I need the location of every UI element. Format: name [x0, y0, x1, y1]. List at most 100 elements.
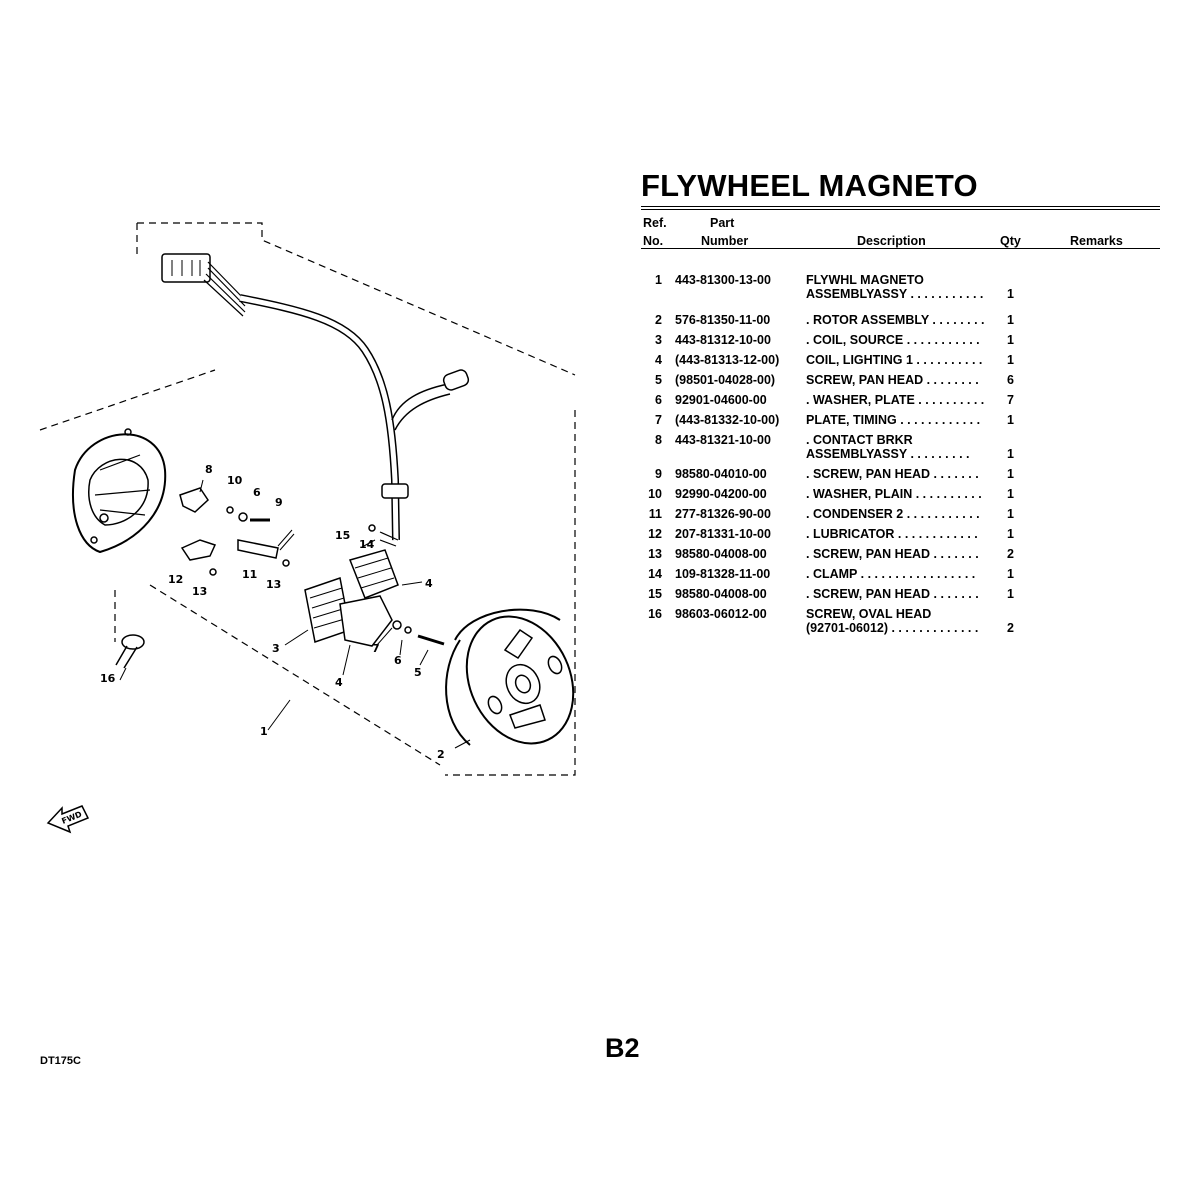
- header-ref-line2: No.: [643, 234, 664, 248]
- callout-14: 14: [359, 538, 375, 551]
- ref-number: 4: [655, 353, 662, 367]
- part-description: . WASHER, PLATE . . . . . . . . . .: [806, 393, 985, 407]
- header-qty: Qty: [1000, 234, 1021, 248]
- header-description: Description: [857, 234, 926, 248]
- ref-number: 9: [655, 467, 662, 481]
- part-number: 98580-04010-00: [675, 467, 767, 481]
- part-number: (443-81313-12-00): [675, 353, 780, 367]
- part-number: 98580-04008-00: [675, 587, 767, 601]
- rotor-flywheel: [445, 608, 575, 746]
- part-number: 92990-04200-00: [675, 487, 767, 501]
- callout-13-left: 13: [192, 585, 207, 598]
- part-description-line2: ASSEMBLYASSY . . . . . . . . . . .: [806, 287, 984, 301]
- header-remarks: Remarks: [1070, 234, 1123, 248]
- callout-1: 1: [260, 725, 268, 738]
- table-row: 12 207-81331-10-00 . LUBRICATOR . . . . …: [641, 527, 1160, 547]
- ref-number: 13: [648, 547, 662, 561]
- part-description: . LUBRICATOR . . . . . . . . . . . .: [806, 527, 978, 541]
- part-qty: 1: [1007, 487, 1014, 501]
- part-description: . CLAMP . . . . . . . . . . . . . . . . …: [806, 567, 976, 581]
- table-row: 8 443-81321-10-00 . CONTACT BRKR ASSEMBL…: [641, 433, 1160, 467]
- table-row: 10 92990-04200-00 . WASHER, PLAIN . . . …: [641, 487, 1160, 507]
- ref-number: 7: [655, 413, 662, 427]
- magneto-base-plate: [71, 428, 167, 554]
- part-description-line2: (92701-06012) . . . . . . . . . . . . .: [806, 621, 979, 635]
- callout-6-upper: 6: [253, 486, 261, 499]
- part-qty: 1: [1007, 353, 1014, 367]
- wire-harness: [161, 253, 470, 541]
- part-description: . ROTOR ASSEMBLY . . . . . . . .: [806, 313, 985, 327]
- part-qty: 6: [1007, 373, 1014, 387]
- dashed-frame: [39, 222, 576, 776]
- part-description: . SCREW, PAN HEAD . . . . . . .: [806, 467, 979, 481]
- table-row: 11 277-81326-90-00 . CONDENSER 2 . . . .…: [641, 507, 1160, 527]
- part-number: 98603-06012-00: [675, 607, 767, 621]
- title-rule: [641, 206, 1160, 210]
- ref-number: 2: [655, 313, 662, 327]
- table-row: 14 109-81328-11-00 . CLAMP . . . . . . .…: [641, 567, 1160, 587]
- part-qty: 1: [1007, 313, 1014, 327]
- table-row: 6 92901-04600-00 . WASHER, PLATE . . . .…: [641, 393, 1160, 413]
- contact-breaker-parts: [179, 487, 295, 576]
- header-ref-line1: Ref.: [643, 216, 667, 230]
- parts-table: 1 443-81300-13-00 FLYWHL MAGNETO ASSEMBL…: [641, 273, 1160, 641]
- part-number: (98501-04028-00): [675, 373, 776, 387]
- part-description: . SCREW, PAN HEAD . . . . . . .: [806, 587, 979, 601]
- part-description: . CONDENSER 2 . . . . . . . . . . .: [806, 507, 980, 521]
- part-qty: 1: [1007, 567, 1014, 581]
- ref-number: 8: [655, 433, 662, 447]
- callout-labels: 1 2 3 4 4 5 6 6 7 8 9 10 11 12 13 13 14 …: [100, 463, 445, 761]
- ref-number: 12: [648, 527, 662, 541]
- callout-12: 12: [168, 573, 183, 586]
- part-qty: 7: [1007, 393, 1014, 407]
- header-part-line2: Number: [701, 234, 749, 248]
- ref-number: 6: [655, 393, 662, 407]
- table-row: 3 443-81312-10-00 . COIL, SOURCE . . . .…: [641, 333, 1160, 353]
- part-number: (443-81332-10-00): [675, 413, 780, 427]
- part-number: 443-81312-10-00: [675, 333, 771, 347]
- ref-number: 10: [648, 487, 662, 501]
- callout-7: 7: [372, 642, 380, 655]
- callout-6-lower: 6: [394, 654, 402, 667]
- part-description: SCREW, PAN HEAD . . . . . . . .: [806, 373, 979, 387]
- part-description: SCREW, OVAL HEAD: [806, 607, 932, 621]
- coil-assemblies: [304, 524, 445, 647]
- callout-5: 5: [414, 666, 422, 679]
- table-row: 9 98580-04010-00 . SCREW, PAN HEAD . . .…: [641, 467, 1160, 487]
- part-number: 92901-04600-00: [675, 393, 767, 407]
- part-number: 207-81331-10-00: [675, 527, 771, 541]
- part-qty: 1: [1007, 527, 1014, 541]
- part-description: . SCREW, PAN HEAD . . . . . . .: [806, 547, 979, 561]
- part-description-line2: ASSEMBLYASSY . . . . . . . . .: [806, 447, 970, 461]
- part-qty: 2: [1007, 547, 1014, 561]
- model-code: DT175C: [40, 1055, 81, 1067]
- part-qty: 1: [1007, 287, 1014, 301]
- callout-15: 15: [335, 529, 350, 542]
- ref-number: 5: [655, 373, 662, 387]
- header-rule: [641, 248, 1160, 249]
- part-number: 277-81326-90-00: [675, 507, 771, 521]
- callout-2: 2: [437, 748, 445, 761]
- page-title: FLYWHEEL MAGNETO: [641, 168, 978, 203]
- exploded-parts-diagram: 1 2 3 4 4 5 6 6 7 8 9 10 11 12 13 13 14 …: [39, 222, 576, 834]
- ref-number: 14: [648, 567, 662, 581]
- fwd-arrow-icon: FWD: [46, 805, 90, 834]
- part-qty: 1: [1007, 447, 1014, 461]
- part-description: PLATE, TIMING . . . . . . . . . . . .: [806, 413, 981, 427]
- callout-4-upper: 4: [425, 577, 433, 590]
- table-row: 16 98603-06012-00 SCREW, OVAL HEAD (9270…: [641, 607, 1160, 641]
- callout-8: 8: [205, 463, 213, 476]
- part-qty: 1: [1007, 333, 1014, 347]
- callout-4-lower: 4: [335, 676, 343, 689]
- table-row: 2 576-81350-11-00 . ROTOR ASSEMBLY . . .…: [641, 313, 1160, 333]
- part-number: 576-81350-11-00: [675, 313, 771, 327]
- callout-10: 10: [227, 474, 243, 487]
- table-row: 4 (443-81313-12-00) COIL, LIGHTING 1 . .…: [641, 353, 1160, 373]
- callout-11: 11: [242, 568, 257, 581]
- ref-number: 15: [648, 587, 662, 601]
- table-row: 5 (98501-04028-00) SCREW, PAN HEAD . . .…: [641, 373, 1160, 393]
- part-number: 443-81321-10-00: [675, 433, 771, 447]
- ref-number: 11: [648, 507, 662, 521]
- part-qty: 1: [1007, 587, 1014, 601]
- part-number: 109-81328-11-00: [675, 567, 771, 581]
